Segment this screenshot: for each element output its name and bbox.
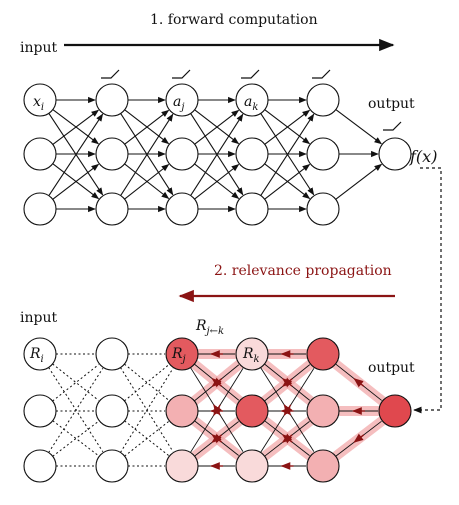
neuron-node — [23, 83, 57, 117]
relevance-node — [235, 394, 269, 428]
forward-edge — [194, 164, 240, 200]
forward-edge — [335, 163, 383, 200]
dotted-edge — [52, 420, 99, 457]
forward-edge — [335, 109, 383, 145]
relevance-node — [235, 337, 269, 371]
relevance-nodes — [23, 337, 412, 483]
relevance-node — [235, 449, 269, 483]
relevance-arrow-label: 2. relevance propagation — [214, 263, 392, 279]
node-label-ri: Ri — [29, 346, 44, 365]
dotted-edge — [124, 364, 170, 402]
relevance-node — [306, 337, 340, 371]
node-label-xi: xi — [33, 94, 44, 113]
forward-edge — [190, 113, 244, 196]
forward-edge — [194, 109, 240, 145]
relevance-node — [306, 449, 340, 483]
bottom-output-label: output — [368, 360, 415, 376]
fx-label: f(x) — [409, 147, 437, 166]
forward-nodes — [23, 83, 412, 226]
dotted-edge — [120, 368, 174, 453]
relevance-node — [23, 394, 57, 428]
output-node — [378, 137, 412, 171]
neuron-node — [235, 83, 269, 117]
neuron-node — [95, 83, 129, 117]
forward-edge — [260, 113, 315, 196]
dotted-edge — [52, 363, 99, 401]
neuron-node — [165, 137, 199, 171]
neuron-node — [235, 192, 269, 226]
top-input-label: input — [20, 40, 57, 56]
forward-arrow-label: 1. forward computation — [150, 12, 318, 28]
relevance-node — [95, 394, 129, 428]
neuron-node — [95, 192, 129, 226]
neuron-node — [23, 137, 57, 171]
output-connector-dashed — [413, 167, 442, 414]
relevance-node — [95, 337, 129, 371]
neuron-node — [306, 137, 340, 171]
relevance-node — [165, 394, 199, 428]
relevance-node — [95, 449, 129, 483]
dotted-edge — [48, 368, 104, 453]
neuron-node — [306, 192, 340, 226]
forward-edge — [124, 164, 170, 200]
top-output-label: output — [368, 96, 415, 112]
relevance-node — [23, 337, 57, 371]
relevance-node — [23, 449, 57, 483]
relevance-node — [165, 337, 199, 371]
forward-edge — [120, 113, 174, 196]
dotted-edge — [124, 421, 169, 457]
relu-icon — [241, 69, 260, 79]
forward-edge — [52, 163, 100, 200]
relevance-node — [165, 449, 199, 483]
forward-section: input 1. forward computation xi aj ak ou… — [20, 12, 442, 414]
relevance-arrow-head — [213, 404, 222, 416]
forward-edges — [48, 96, 383, 213]
relevance-bands — [177, 349, 400, 471]
dotted-edges — [48, 353, 174, 467]
relevance-arrow-head — [353, 433, 365, 443]
dotted-edge — [52, 420, 99, 457]
relevance-arrow-head — [211, 433, 223, 443]
relu-glyphs — [101, 69, 402, 131]
relevance-arrow-head — [282, 377, 293, 387]
rjk-label: Rj←k — [195, 318, 224, 337]
node-label-aj: aj — [173, 94, 184, 113]
forward-edge — [264, 163, 311, 200]
dotted-edge — [124, 363, 170, 401]
neuron-node — [306, 83, 340, 117]
neuron-node — [165, 192, 199, 226]
neuron-node — [165, 83, 199, 117]
output-relevance-node — [378, 394, 412, 428]
relevance-node — [306, 394, 340, 428]
relu-icon — [312, 69, 331, 79]
forward-edge — [264, 109, 311, 145]
neuron-node — [95, 137, 129, 171]
dotted-edge — [52, 364, 99, 402]
node-label-rj: Rj — [171, 346, 186, 365]
relu-icon — [172, 69, 191, 79]
bottom-input-label: input — [20, 310, 57, 326]
forward-edge — [124, 109, 170, 145]
forward-edge — [52, 109, 100, 145]
relu-icon — [101, 69, 120, 79]
relevance-section: 2. relevance propagation input output Ri… — [20, 263, 415, 483]
relevance-arrow-head — [353, 378, 365, 388]
relevance-arrow-head — [281, 433, 293, 443]
neuron-node — [23, 192, 57, 226]
relu-icon — [383, 121, 402, 131]
neuron-node — [235, 137, 269, 171]
node-label-rk: Rk — [242, 346, 260, 365]
forward-edge — [48, 113, 104, 196]
node-label-ak: ak — [244, 94, 258, 113]
relevance-arrows — [210, 350, 365, 470]
relevance-arrow-head — [211, 377, 223, 387]
relevance-arrow-head — [283, 404, 293, 416]
